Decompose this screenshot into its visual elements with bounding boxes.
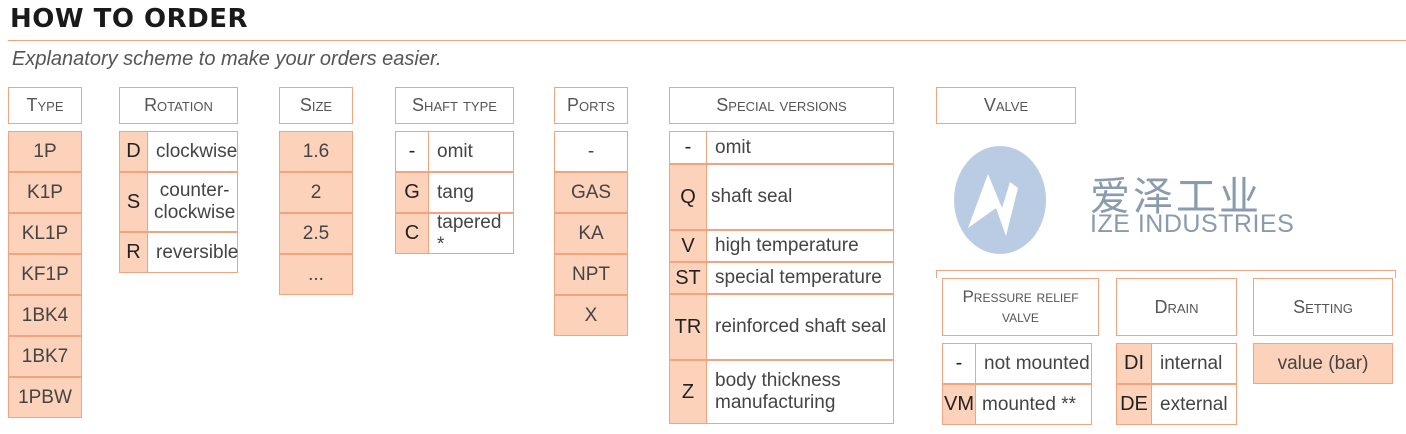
type-option-1bk7[interactable]: 1BK7	[8, 336, 82, 377]
rotation-label: counter- clockwise	[154, 180, 236, 223]
rotation-label: clockwise	[156, 140, 238, 162]
type-option-kl1p[interactable]: KL1P	[8, 213, 82, 254]
page-title: HOW TO ORDER	[10, 4, 248, 34]
special-versions-header: Special versions	[669, 87, 894, 124]
rotation-option-clockwise[interactable]: D clockwise	[119, 131, 238, 172]
type-option-1p[interactable]: 1P	[8, 131, 82, 172]
drain-option-internal[interactable]: DI internal	[1116, 343, 1237, 384]
page-subtitle: Explanatory scheme to make your orders e…	[12, 48, 442, 70]
title-rule	[8, 40, 1406, 41]
shaft-type-label: tang	[437, 181, 474, 203]
special-version-omit[interactable]: - omit	[669, 131, 894, 164]
drain-option-external[interactable]: DE external	[1116, 384, 1237, 425]
shaft-type-option-tang[interactable]: G tang	[395, 172, 514, 213]
prv-code: -	[943, 344, 976, 383]
drain-label: external	[1160, 393, 1228, 415]
ize-logo-icon	[954, 146, 1046, 254]
rotation-code: R	[120, 233, 148, 272]
drain-code: DI	[1117, 344, 1152, 383]
rotation-header: Rotation	[119, 87, 238, 124]
size-option-2[interactable]: 2	[279, 172, 353, 213]
prv-label: not mounted	[984, 352, 1090, 374]
setting-value-field[interactable]: value (bar)	[1253, 343, 1393, 384]
special-version-code: V	[670, 231, 707, 261]
ports-option-npt[interactable]: NPT	[554, 254, 628, 295]
drain-label: internal	[1160, 352, 1223, 374]
shaft-type-code: G	[396, 173, 429, 212]
rotation-code: S	[120, 173, 148, 231]
special-version-code: Z	[670, 361, 707, 423]
prv-option-not-mounted[interactable]: - not mounted	[942, 343, 1092, 384]
ports-option-gas[interactable]: GAS	[554, 172, 628, 213]
valve-connector-line	[936, 270, 1396, 278]
valve-header: Valve	[936, 87, 1076, 124]
special-version-reinforced-shaft-seal[interactable]: TR reinforced shaft seal	[669, 294, 894, 360]
special-version-label: reinforced shaft seal	[715, 316, 887, 338]
type-header: Type	[8, 87, 82, 124]
special-version-code: ST	[670, 263, 707, 293]
special-version-label: omit	[715, 136, 751, 158]
rotation-label: reversible	[156, 241, 239, 263]
special-version-body-thickness[interactable]: Z body thickness manufacturing	[669, 360, 894, 424]
shaft-type-label: tapered *	[437, 211, 502, 255]
watermark-cn-text: 爱泽工业	[1090, 175, 1262, 219]
rotation-code: D	[120, 132, 148, 171]
drain-code: DE	[1117, 385, 1152, 424]
special-version-code: Q	[670, 165, 707, 229]
prv-option-mounted[interactable]: VM mounted **	[942, 384, 1092, 425]
rotation-option-counterclockwise[interactable]: S counter- clockwise	[119, 172, 238, 232]
shaft-type-option-omit[interactable]: - omit	[395, 131, 514, 172]
ports-header: Ports	[554, 87, 628, 124]
type-option-1pbw[interactable]: 1PBW	[8, 377, 82, 418]
ports-option-none[interactable]: -	[554, 131, 628, 172]
setting-header: Setting	[1253, 278, 1393, 336]
ports-option-x[interactable]: X	[554, 295, 628, 336]
type-option-k1p[interactable]: K1P	[8, 172, 82, 213]
special-version-label: special temperature	[715, 267, 882, 289]
special-version-shaft-seal[interactable]: Q shaft seal	[669, 164, 894, 230]
special-version-label: high temperature	[715, 235, 859, 257]
special-version-code: TR	[670, 295, 707, 359]
drain-header: Drain	[1116, 278, 1237, 336]
type-option-kf1p[interactable]: KF1P	[8, 254, 82, 295]
pressure-relief-valve-header: Pressure relief valve	[942, 278, 1099, 336]
size-option-1-6[interactable]: 1.6	[279, 131, 353, 172]
prv-code: VM	[943, 385, 976, 424]
shaft-type-option-tapered[interactable]: C tapered *	[395, 211, 514, 255]
size-option-more[interactable]: ...	[279, 254, 353, 295]
size-option-2-5[interactable]: 2.5	[279, 213, 353, 254]
shaft-type-code: C	[396, 214, 429, 253]
watermark-en-text: IZE INDUSTRIES	[1090, 210, 1295, 238]
special-version-code: -	[670, 132, 707, 163]
shaft-type-label: omit	[437, 140, 473, 162]
special-version-high-temperature[interactable]: V high temperature	[669, 230, 894, 262]
shaft-type-header: Shaft type	[395, 87, 514, 124]
ports-option-ka[interactable]: KA	[554, 213, 628, 254]
shaft-type-code: -	[396, 132, 429, 171]
special-version-special-temperature[interactable]: ST special temperature	[669, 262, 894, 294]
prv-label: mounted **	[982, 393, 1077, 415]
rotation-option-reversible[interactable]: R reversible	[119, 232, 238, 273]
special-version-label: shaft seal	[711, 186, 793, 208]
special-version-label: body thickness manufacturing	[715, 370, 841, 413]
size-header: Size	[279, 87, 353, 124]
type-option-1bk4[interactable]: 1BK4	[8, 295, 82, 336]
